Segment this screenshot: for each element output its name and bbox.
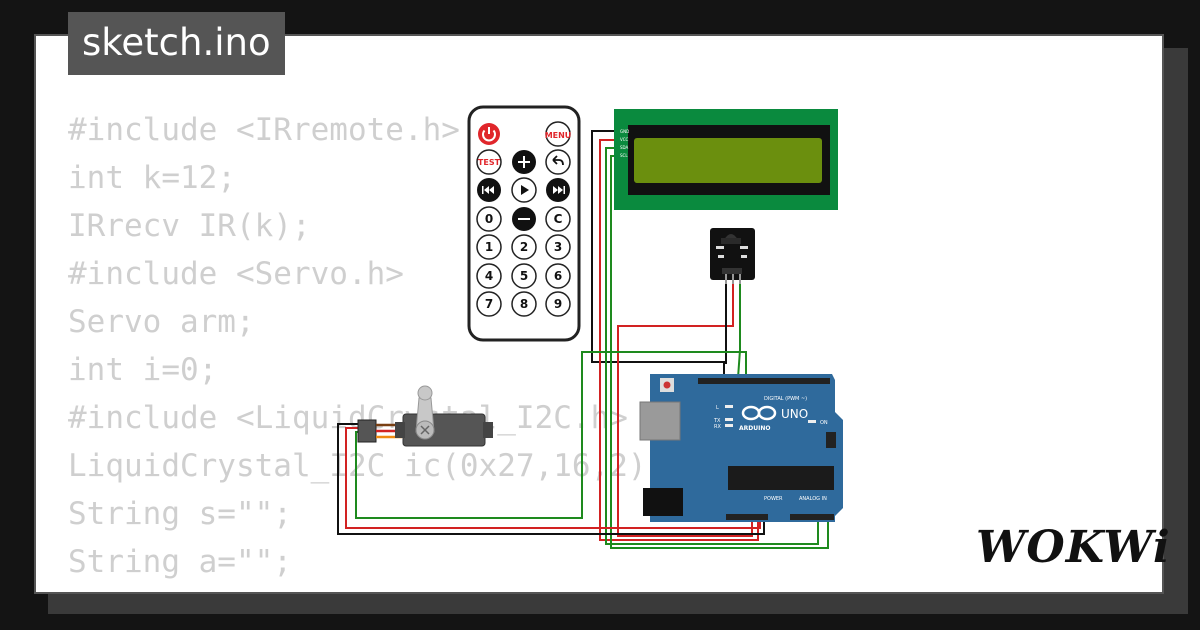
digit-label: 8 [520, 297, 528, 311]
atmega-chip [728, 466, 834, 490]
wire-lcd-sda [605, 147, 819, 545]
usb-port [639, 401, 681, 441]
rx-label: RX [714, 424, 721, 430]
digit-label: 4 [485, 269, 493, 283]
wire-servo-gnd [337, 423, 765, 535]
screw-icon [420, 425, 430, 435]
wire-ir-signal [737, 282, 741, 379]
arduino-logo-icon [741, 405, 777, 421]
play-icon [521, 185, 529, 195]
digit-label: 1 [485, 240, 493, 254]
digit-0-button[interactable] [476, 206, 502, 232]
test-label: TEST [478, 158, 501, 167]
digit-5-button[interactable] [511, 263, 537, 289]
menu-label: MENU [545, 131, 572, 140]
digit-label: 0 [485, 212, 493, 226]
arduino-uno[interactable]: UNO ARDUINO DIGITAL (PWM ~) ANALOG IN PO… [639, 374, 843, 522]
uno-label: UNO [781, 407, 808, 421]
digit-label: 3 [554, 240, 562, 254]
forward-icon [553, 186, 565, 194]
plus-icon [518, 156, 530, 168]
digit-6-button[interactable] [545, 263, 571, 289]
wire-lcd-vcc [599, 139, 759, 541]
code-line: #include <IRremote.h> [68, 112, 460, 148]
servo-motor[interactable] [357, 385, 493, 447]
wire-lcd-gnd [591, 130, 725, 378]
test-button[interactable] [476, 149, 502, 175]
code-line: Servo arm; [68, 304, 255, 340]
ir-receiver[interactable] [710, 228, 755, 284]
digit-1-button[interactable] [476, 234, 502, 260]
lcd-pin-label: GND [620, 129, 629, 134]
wires [337, 130, 829, 549]
power-label: POWER [764, 496, 783, 502]
analog-header [790, 514, 834, 520]
code-line: LiquidCrystal_I2C ic(0x27,16,2); [68, 448, 666, 484]
digit-2-button[interactable] [511, 234, 537, 260]
code-line: String a=""; [68, 544, 292, 580]
digit-label: 6 [554, 269, 562, 283]
code-line: String s=""; [68, 496, 292, 532]
arduino-brand-label: ARDUINO [739, 425, 770, 432]
analog-label: ANALOG IN [799, 496, 827, 502]
rewind-icon [482, 186, 494, 194]
code-line: int k=12; [68, 160, 236, 196]
servo-connector [357, 419, 377, 443]
on-label: ON [820, 420, 828, 426]
l-label: L [716, 405, 719, 411]
tx-label: TX [713, 418, 721, 424]
digit-label: 7 [485, 297, 493, 311]
power-jack [643, 488, 683, 516]
digit-label: 5 [520, 269, 528, 283]
digit-3-button[interactable] [545, 234, 571, 260]
back-icon [552, 155, 564, 166]
lcd-pin-label: VCC [620, 137, 629, 142]
digital-header [698, 378, 830, 384]
ir-remote[interactable]: MENU TEST 0 C 1 2 3 4 5 6 7 8 [467, 105, 581, 342]
code-line: int i=0; [68, 352, 218, 388]
lcd-display[interactable]: GND VCC SDA SCL [614, 109, 838, 210]
digit-4-button[interactable] [476, 263, 502, 289]
digital-label: DIGITAL (PWM ~) [764, 396, 807, 402]
code-preview: #include <IRremote.h> int k=12; IRrecv IR(… [68, 106, 666, 592]
menu-button[interactable] [545, 121, 571, 147]
digit-7-button[interactable] [476, 291, 502, 317]
wire-lcd-scl [610, 155, 829, 549]
clear-label: C [554, 212, 563, 226]
reset-button-center [663, 381, 671, 389]
lcd-pin-label: SCL [620, 153, 628, 158]
wire-servo-signal [355, 351, 747, 519]
code-line: #include <Servo.h> [68, 256, 404, 292]
wokwi-logo: WOKWi [976, 522, 1171, 573]
back-button[interactable] [545, 149, 571, 175]
code-line: IRrecv IR(k); [68, 208, 311, 244]
digit-9-button[interactable] [545, 291, 571, 317]
clear-button[interactable] [545, 206, 571, 232]
file-title-badge: sketch.ino [68, 12, 285, 75]
lcd-screen [634, 138, 822, 183]
lcd-pin-label: SDA [620, 145, 629, 150]
wire-servo-vcc [345, 427, 761, 529]
digit-8-button[interactable] [511, 291, 537, 317]
power-icon [482, 127, 496, 142]
power-header [726, 514, 768, 520]
digit-label: 9 [554, 297, 562, 311]
digit-label: 2 [520, 240, 528, 254]
